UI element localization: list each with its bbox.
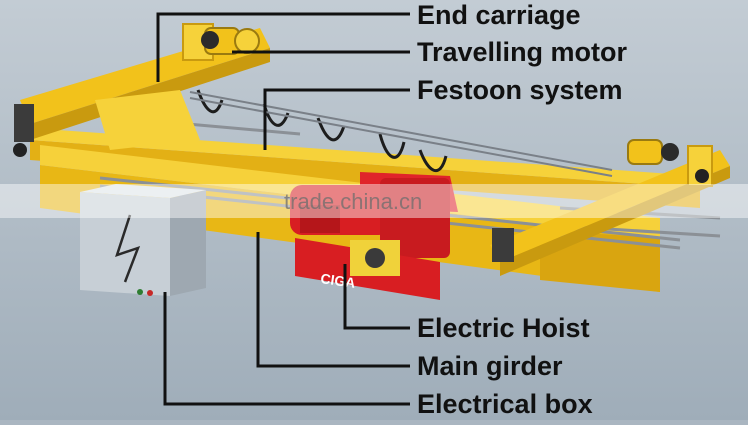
watermark-text: trade.china.cn [284, 189, 423, 214]
label-main-girder: Main girder [417, 351, 563, 381]
watermark-band: trade.china.cn [0, 184, 748, 218]
electrical-box [80, 184, 206, 296]
label-electrical-box: Electrical box [417, 389, 593, 419]
end-carriage-right [490, 145, 730, 276]
label-festoon-system: Festoon system [417, 75, 623, 105]
leader-lines [156, 12, 410, 406]
festoon-system [189, 89, 613, 177]
hoist-brand-label: CIGA [320, 270, 357, 291]
label-electric-hoist: Electric Hoist [417, 313, 590, 343]
label-travelling-motor: Travelling motor [417, 37, 628, 67]
electric-hoist: CIGA [290, 172, 458, 300]
label-end-carriage: End carriage [417, 0, 581, 30]
